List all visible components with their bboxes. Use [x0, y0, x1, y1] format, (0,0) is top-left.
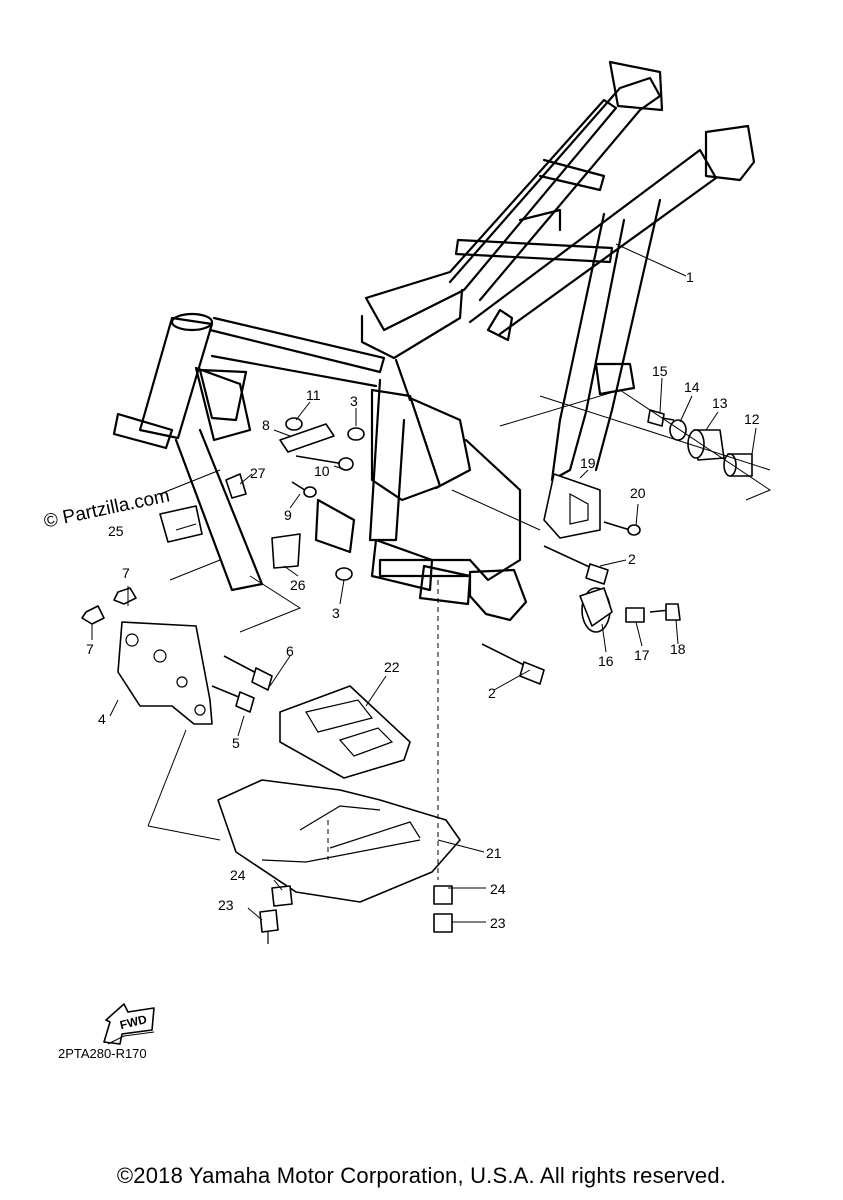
callout-8: 8	[262, 417, 270, 433]
callout-2-lower: 2	[488, 685, 496, 701]
callout-19: 19	[580, 455, 596, 471]
callout-4: 4	[98, 711, 106, 727]
callout-17: 17	[634, 647, 650, 663]
callout-12: 12	[744, 411, 760, 427]
callout-21: 21	[486, 845, 502, 861]
callout-23-left: 23	[218, 897, 234, 913]
callout-10: 10	[314, 463, 330, 479]
callout-9: 9	[284, 507, 292, 523]
callout-16: 16	[598, 653, 614, 669]
callout-11: 11	[306, 387, 321, 403]
callout-5: 5	[232, 735, 240, 751]
callout-24-left: 24	[230, 867, 246, 883]
callout-23-right: 23	[490, 915, 506, 931]
callout-labels: 1 2 2 3 3 4 5 6 7 7 8 9 10 11 12 13 14 1…	[86, 269, 760, 931]
callout-3-lower: 3	[332, 605, 340, 621]
callout-6: 6	[286, 643, 294, 659]
callout-1: 1	[686, 269, 694, 285]
callout-27: 27	[250, 465, 266, 481]
callout-13: 13	[712, 395, 728, 411]
diagram-code: 2PTA280-R170	[58, 1046, 147, 1061]
small-parts	[81, 409, 753, 944]
callout-24-right: 24	[490, 881, 506, 897]
leader-lines	[91, 243, 772, 923]
callout-25: 25	[108, 523, 124, 539]
callout-2-upper: 2	[628, 551, 636, 567]
copyright-notice: ©2018 Yamaha Motor Corporation, U.S.A. A…	[116, 1163, 727, 1188]
callout-7-lower: 7	[86, 641, 94, 657]
callout-22: 22	[384, 659, 400, 675]
callout-3-upper: 3	[350, 393, 358, 409]
callout-14: 14	[684, 379, 700, 395]
forward-arrow-icon: FWD	[103, 1003, 155, 1045]
callout-20: 20	[630, 485, 646, 501]
fwd-label: FWD	[118, 1012, 148, 1032]
callout-26: 26	[290, 577, 306, 593]
callout-7-upper: 7	[122, 565, 130, 581]
main-frame	[112, 60, 756, 622]
callout-15: 15	[652, 363, 668, 379]
callout-18: 18	[670, 641, 686, 657]
